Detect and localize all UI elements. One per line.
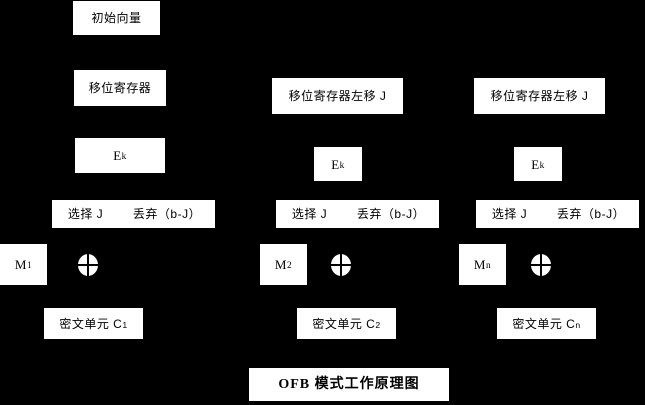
message-index-subscript: 2 xyxy=(286,261,293,272)
xor-operator-icon-stage-n xyxy=(531,254,551,276)
select-box-stage-n: 选择 J xyxy=(476,200,543,228)
ciphertext-index-subscript: 1 xyxy=(122,320,128,331)
shift-register-box-stage-2: 移位寄存器左移 J xyxy=(272,78,403,114)
message-index-subscript: 1 xyxy=(26,261,33,272)
xor-horizontal-bar xyxy=(78,264,98,266)
ciphertext-label: 密文单元 C xyxy=(59,316,123,331)
discard-box-stage-1: 丢弃（b-J） xyxy=(119,200,215,228)
xor-horizontal-bar xyxy=(331,264,351,266)
xor-horizontal-bar xyxy=(531,264,551,266)
ciphertext-label: 密文单元 C xyxy=(512,316,576,331)
diagram-title-box: OFB 模式工作原理图 xyxy=(249,368,449,401)
select-box-stage-1: 选择 J xyxy=(52,200,119,228)
select-label: 选择 J xyxy=(67,207,104,221)
page-title: OFB 模式工作原理图 xyxy=(278,376,420,392)
xor-operator-icon-stage-2 xyxy=(331,254,351,276)
discard-label: 丢弃（b-J） xyxy=(556,207,626,221)
encrypt-key-subscript: k xyxy=(121,152,127,163)
encrypt-key-subscript: k xyxy=(339,160,345,171)
ciphertext-index-subscript: n xyxy=(575,320,581,331)
initial-vector-label: 初始向量 xyxy=(91,11,142,25)
message-label: M xyxy=(473,257,486,272)
xor-operator-icon-stage-1 xyxy=(78,254,98,276)
ciphertext-label: 密文单元 C xyxy=(312,316,376,331)
discard-box-stage-2: 丢弃（b-J） xyxy=(343,200,439,228)
shift-register-label: 移位寄存器 xyxy=(88,81,152,95)
select-label: 选择 J xyxy=(491,207,528,221)
encrypt-label: E xyxy=(113,148,122,163)
message-label: M xyxy=(14,257,27,272)
select-box-stage-2: 选择 J xyxy=(276,200,343,228)
shift-register-box-stage-n: 移位寄存器左移 J xyxy=(474,78,605,114)
message-index-subscript: n xyxy=(485,261,492,272)
ciphertext-index-subscript: 2 xyxy=(375,320,381,331)
discard-label: 丢弃（b-J） xyxy=(356,207,426,221)
encrypt-label: E xyxy=(331,156,340,172)
initial-vector-box: 初始向量 xyxy=(73,1,160,35)
shift-register-label: 移位寄存器左移 J xyxy=(288,89,387,103)
select-label: 选择 J xyxy=(291,207,328,221)
encrypt-label: E xyxy=(531,156,540,172)
discard-label: 丢弃（b-J） xyxy=(132,207,202,221)
shift-register-label: 移位寄存器左移 J xyxy=(490,89,589,103)
discard-box-stage-n: 丢弃（b-J） xyxy=(543,200,639,228)
encrypt-key-subscript: k xyxy=(539,160,545,171)
message-label: M xyxy=(274,257,287,272)
shift-register-box-stage-1: 移位寄存器 xyxy=(74,70,166,106)
